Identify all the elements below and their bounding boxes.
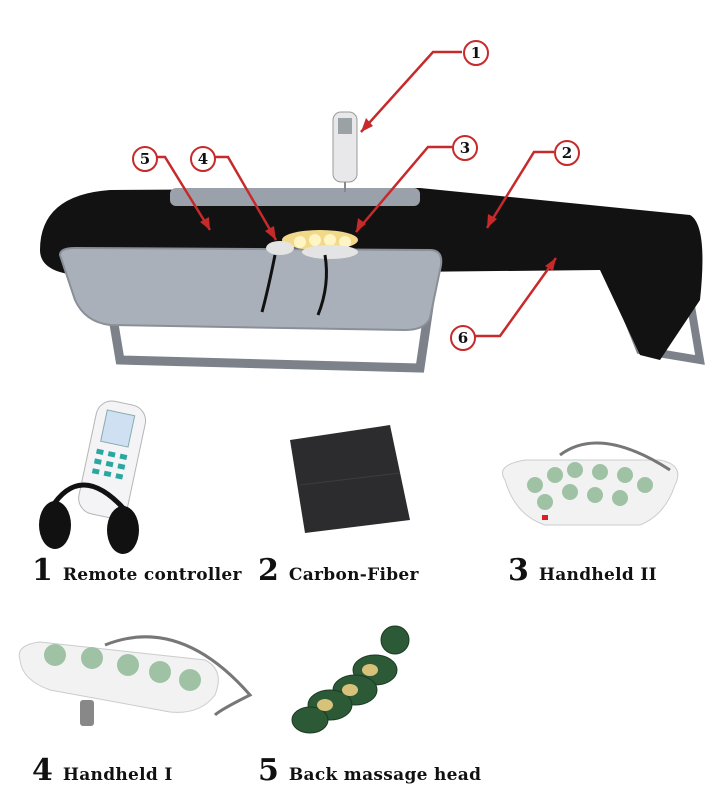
part-caption-5: 5 Back massage head bbox=[258, 753, 481, 788]
part-number: 1 bbox=[32, 553, 53, 588]
callout-label: 5 bbox=[139, 150, 151, 168]
part-number: 5 bbox=[258, 753, 279, 788]
part-label: Carbon-Fiber bbox=[288, 565, 419, 585]
bed-front-leg bbox=[105, 299, 435, 373]
callout-2: 2 bbox=[554, 140, 580, 166]
bed-side-panel bbox=[58, 246, 443, 332]
handheld-i-image bbox=[18, 635, 253, 726]
part-label: Remote controller bbox=[62, 565, 242, 585]
part-caption-4: 4 Handheld I bbox=[32, 753, 173, 788]
callout-5: 5 bbox=[132, 146, 158, 172]
part-caption-2: 2 Carbon-Fiber bbox=[258, 553, 419, 588]
remote-controller-image bbox=[39, 400, 147, 554]
massage-bed-illustration bbox=[40, 50, 705, 373]
callout-label: 2 bbox=[561, 144, 573, 162]
carbon-fiber-image bbox=[290, 425, 410, 533]
callout-label: 3 bbox=[459, 139, 471, 157]
part-number: 4 bbox=[32, 753, 53, 788]
bed-mat bbox=[40, 188, 703, 360]
callout-label: 1 bbox=[470, 44, 482, 62]
bed-top-rail bbox=[170, 188, 420, 206]
part-label: Back massage head bbox=[288, 765, 482, 785]
callout-label: 4 bbox=[197, 150, 209, 168]
part-label: Handheld I bbox=[62, 765, 173, 785]
callout-6: 6 bbox=[450, 325, 476, 351]
part-caption-3: 3 Handheld II bbox=[508, 553, 657, 588]
callout-label: 6 bbox=[457, 329, 469, 347]
part-number: 3 bbox=[508, 553, 529, 588]
callout-1: 1 bbox=[463, 40, 489, 66]
part-label: Handheld II bbox=[538, 565, 657, 585]
back-massage-head-image bbox=[291, 625, 410, 734]
part-number: 2 bbox=[258, 553, 279, 588]
part-caption-1: 1 Remote controller bbox=[32, 553, 242, 588]
handheld-ii-image bbox=[502, 441, 679, 526]
callout-4: 4 bbox=[190, 146, 216, 172]
callout-3: 3 bbox=[452, 135, 478, 161]
